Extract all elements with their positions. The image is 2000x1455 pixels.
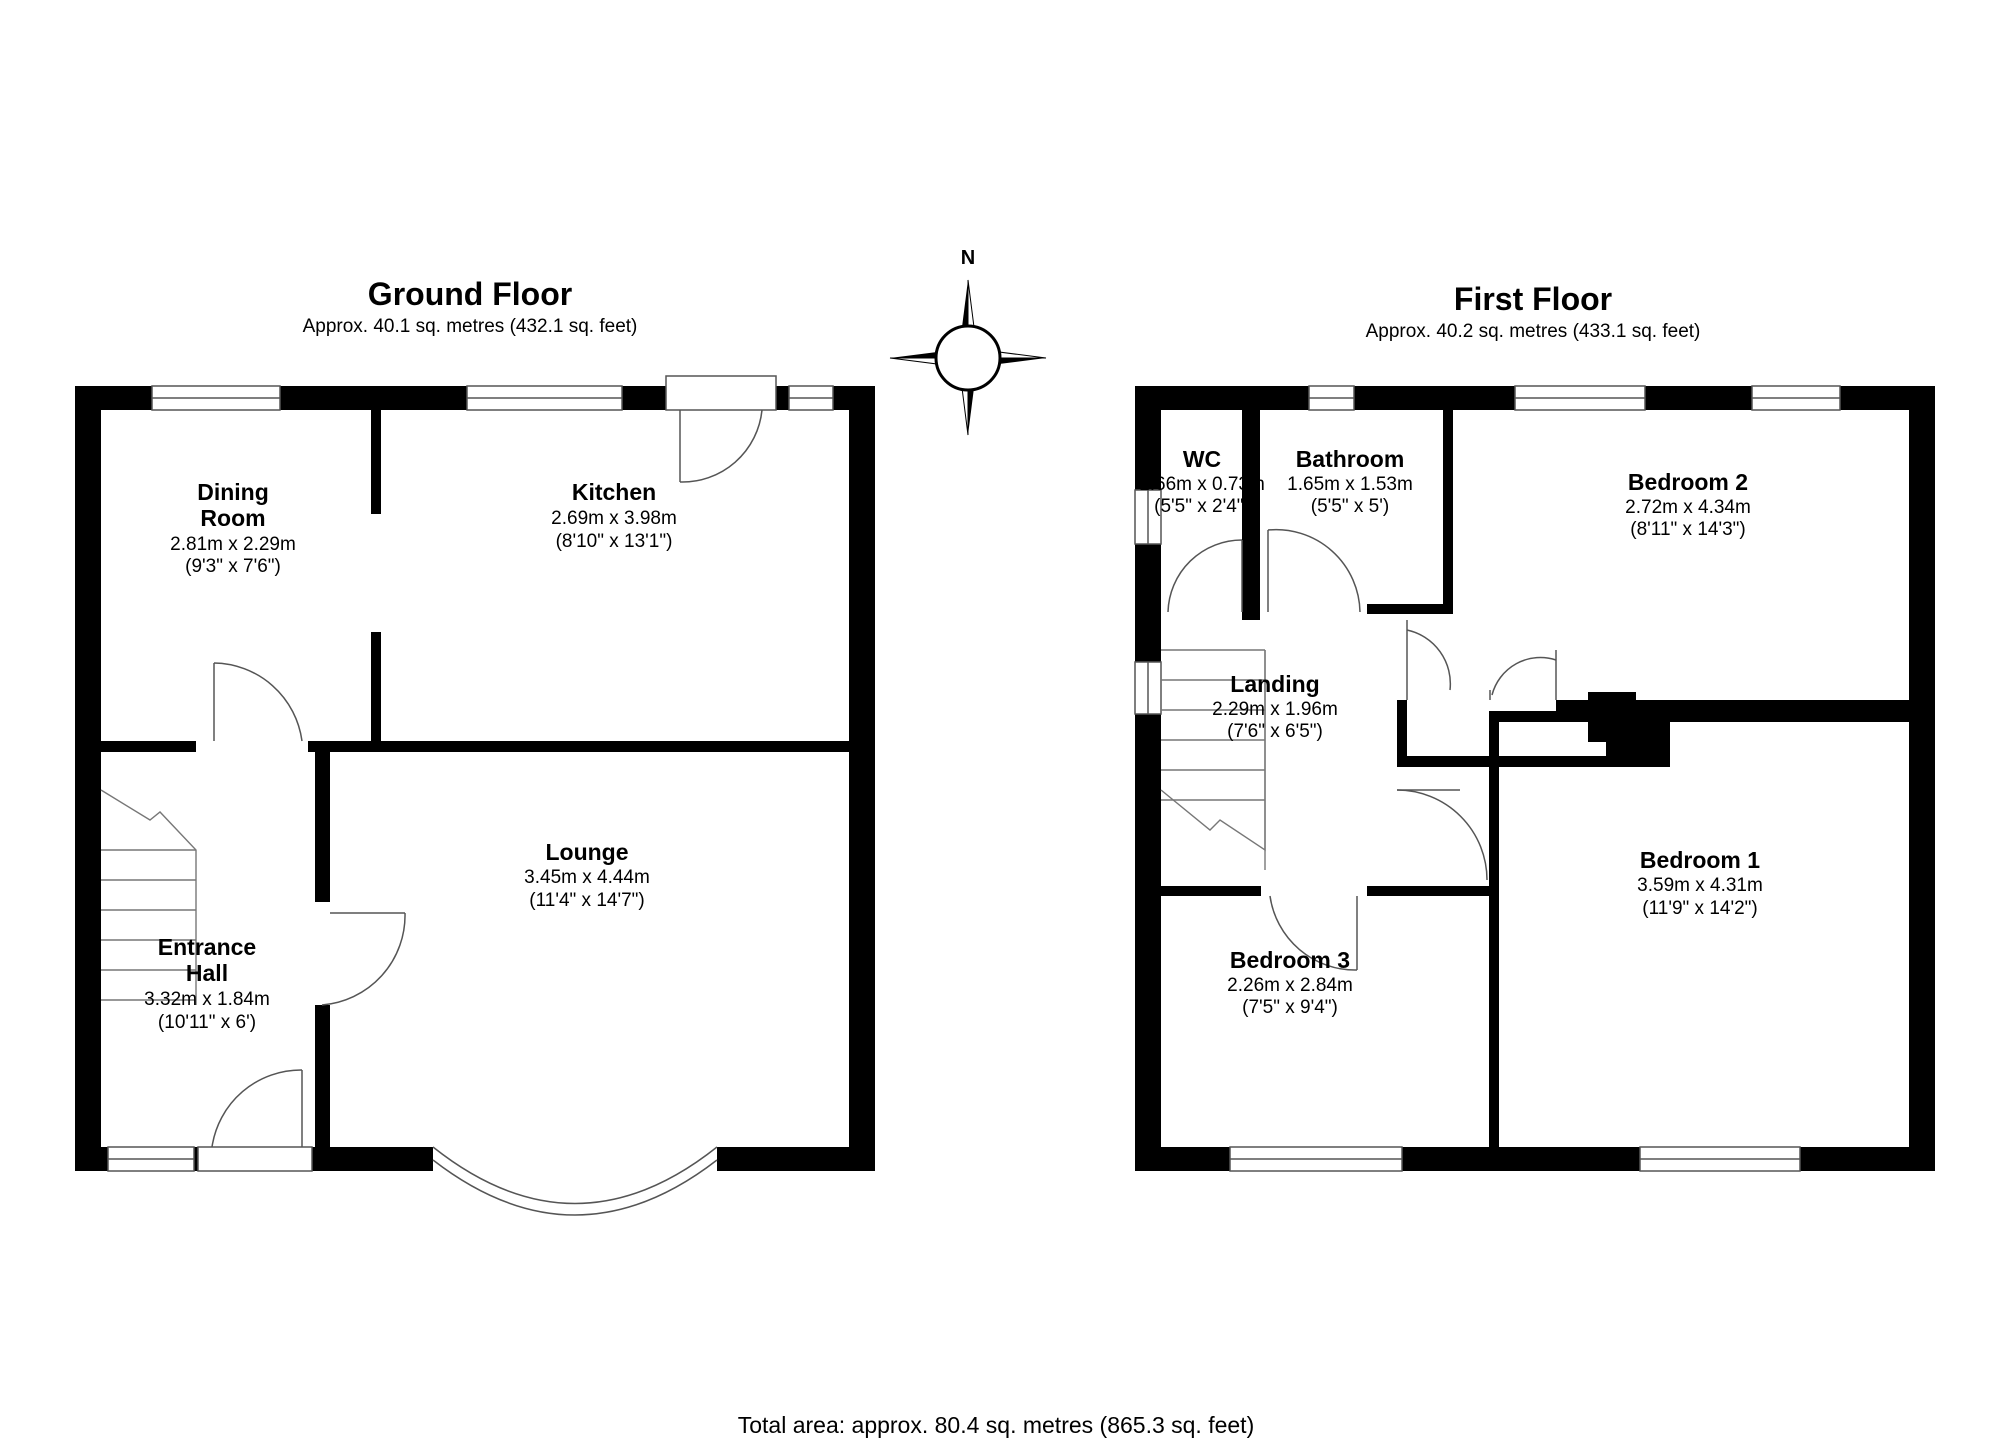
total-area: Total area: approx. 80.4 sq. metres (865… (738, 1412, 1255, 1438)
dining-room-metric: 2.81m x 2.29m (170, 534, 296, 555)
bedroom1-name: Bedroom 1 (1640, 847, 1760, 873)
entrance-hall-imperial: (10'11" x 6') (158, 1012, 256, 1033)
dining-room-name-2: Room (200, 505, 265, 531)
first-floor-area: Approx. 40.2 sq. metres (433.1 sq. feet) (1366, 321, 1701, 342)
ground-floor-plan: Ground Floor Approx. 40.1 sq. metres (43… (75, 276, 875, 1216)
ground-floor-title: Ground Floor (368, 276, 572, 312)
bedroom3-door (1269, 895, 1358, 971)
lounge-bay-window (432, 1146, 718, 1216)
bedroom3-name: Bedroom 3 (1230, 947, 1350, 973)
lounge-metric: 3.45m x 4.44m (524, 867, 650, 888)
wc-imperial: (5'5" x 2'4") (1154, 496, 1250, 517)
bedroom2-name: Bedroom 2 (1628, 469, 1748, 495)
front-door-frame (197, 1146, 313, 1172)
bedroom2-imperial: (8'11" x 14'3") (1630, 519, 1745, 540)
kitchen-metric: 2.69m x 3.98m (551, 508, 677, 529)
landing-name: Landing (1230, 671, 1319, 697)
bathroom-door (1267, 528, 1361, 613)
wc-door (1167, 539, 1243, 613)
bedroom3-metric: 2.26m x 2.84m (1227, 975, 1353, 996)
front-door (211, 1069, 303, 1148)
lounge-name: Lounge (545, 839, 628, 865)
lounge-imperial: (11'4" x 14'7") (529, 890, 644, 911)
entrance-hall-name: Entrance (158, 934, 256, 960)
entrance-hall-metric: 3.32m x 1.84m (144, 989, 270, 1010)
bedroom1-door (1396, 789, 1488, 881)
ground-floor-staircase (100, 789, 197, 1005)
landing-imperial: (7'6" x 6'5") (1227, 721, 1323, 742)
ground-floor-area: Approx. 40.1 sq. metres (432.1 sq. feet) (303, 316, 638, 337)
wc-name: WC (1183, 446, 1221, 472)
kitchen-back-door-frame (665, 375, 777, 411)
compass-rose-icon: N (889, 247, 1047, 436)
compass-north-label: N (961, 247, 975, 269)
first-floor-title: First Floor (1454, 281, 1612, 317)
dining-room-imperial: (9'3" x 7'6") (185, 556, 281, 577)
entrance-hall-name-2: Hall (186, 960, 228, 986)
first-floor-plan: First Floor Approx. 40.2 sq. metres (433… (1134, 281, 1935, 1172)
bedroom1-imperial: (11'9" x 14'2") (1642, 898, 1757, 919)
lounge-door (321, 912, 406, 1006)
bathroom-imperial: (5'5" x 5') (1311, 496, 1389, 517)
bathroom-name: Bathroom (1296, 446, 1405, 472)
bathroom-metric: 1.65m x 1.53m (1287, 474, 1413, 495)
dining-room-name: Dining (197, 479, 269, 505)
bedroom2-metric: 2.72m x 4.34m (1625, 497, 1751, 518)
landing-metric: 2.29m x 1.96m (1212, 699, 1338, 720)
bedroom3-imperial: (7'5" x 9'4") (1242, 997, 1338, 1018)
kitchen-imperial: (8'10" x 13'1") (556, 531, 673, 552)
dining-door (213, 662, 303, 742)
wc-metric: 1.66m x 0.73m (1139, 474, 1265, 495)
airing-cupboard-doors (1406, 620, 1557, 700)
kitchen-name: Kitchen (572, 479, 656, 505)
bedroom1-metric: 3.59m x 4.31m (1637, 875, 1763, 896)
kitchen-back-door (679, 409, 763, 483)
first-floor-staircase (1160, 649, 1266, 870)
